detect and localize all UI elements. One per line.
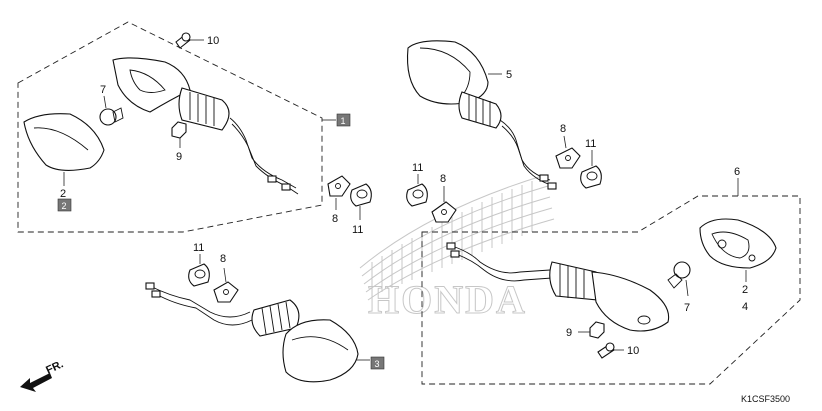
callout-2-right: 2 — [742, 284, 748, 296]
honda-wing-watermark: HONDA — [359, 174, 555, 323]
callout-3-box: 3 — [375, 359, 380, 369]
turn-signal-assembly-1 — [112, 57, 299, 195]
turn-signal-assembly-6 — [446, 242, 670, 332]
front-direction-arrow-icon — [20, 373, 52, 392]
callout-10-top: 10 — [207, 35, 219, 47]
screw-10-top — [175, 32, 191, 49]
collar-11-center-left — [350, 183, 372, 207]
turn-signal-assembly-3 — [145, 282, 359, 383]
callout-2-left: 2 — [60, 188, 66, 200]
callout-9-right: 9 — [566, 327, 572, 339]
collar-11-center — [406, 183, 428, 207]
callout-2-box: 2 — [62, 201, 67, 211]
group-1-outline — [17, 21, 323, 233]
callout-7-right: 7 — [684, 302, 690, 314]
collar-11-upper-right — [580, 165, 602, 189]
callout-11-upper-right: 11 — [585, 138, 596, 150]
front-label: FR. — [44, 358, 65, 376]
callout-10-right: 10 — [627, 345, 639, 357]
screw-10-right — [597, 342, 615, 359]
callout-5: 5 — [506, 69, 512, 81]
grommet-8-lower-left — [213, 281, 239, 303]
callout-11-center-left: 11 — [352, 224, 363, 236]
callout-8-center: 8 — [440, 173, 446, 185]
grommet-8-upper-right — [555, 147, 581, 169]
grommet-8-center-left — [327, 175, 351, 197]
callout-9-left: 9 — [176, 151, 182, 163]
box-2-left — [57, 198, 72, 212]
collar-11-lower-left — [188, 263, 210, 287]
callout-7-left: 7 — [100, 84, 106, 96]
nut-9-right — [589, 321, 605, 339]
callout-1-box: 1 — [341, 116, 346, 126]
callout-8-center-left: 8 — [332, 213, 338, 225]
turn-signal-assembly-5 — [406, 40, 557, 190]
callout-8-lower-left: 8 — [220, 253, 226, 265]
callout-11-lower-left: 11 — [193, 242, 204, 254]
diagram-code: K1CSF3500 — [741, 394, 790, 404]
callout-6: 6 — [734, 166, 740, 178]
honda-wordmark: HONDA — [368, 277, 527, 322]
box-3 — [370, 356, 385, 370]
callout-4: 4 — [742, 301, 748, 313]
nut-9-left — [171, 121, 187, 139]
grommet-8-center — [431, 201, 457, 223]
group-6-outline — [421, 195, 801, 385]
callout-11-center: 11 — [412, 162, 423, 174]
bulb-7-right — [667, 261, 691, 289]
box-1 — [336, 113, 351, 127]
lens-2 — [23, 113, 105, 171]
bulb-7-left — [99, 107, 124, 126]
lens-housing-right — [699, 218, 777, 269]
callout-8-upper-right: 8 — [560, 123, 566, 135]
